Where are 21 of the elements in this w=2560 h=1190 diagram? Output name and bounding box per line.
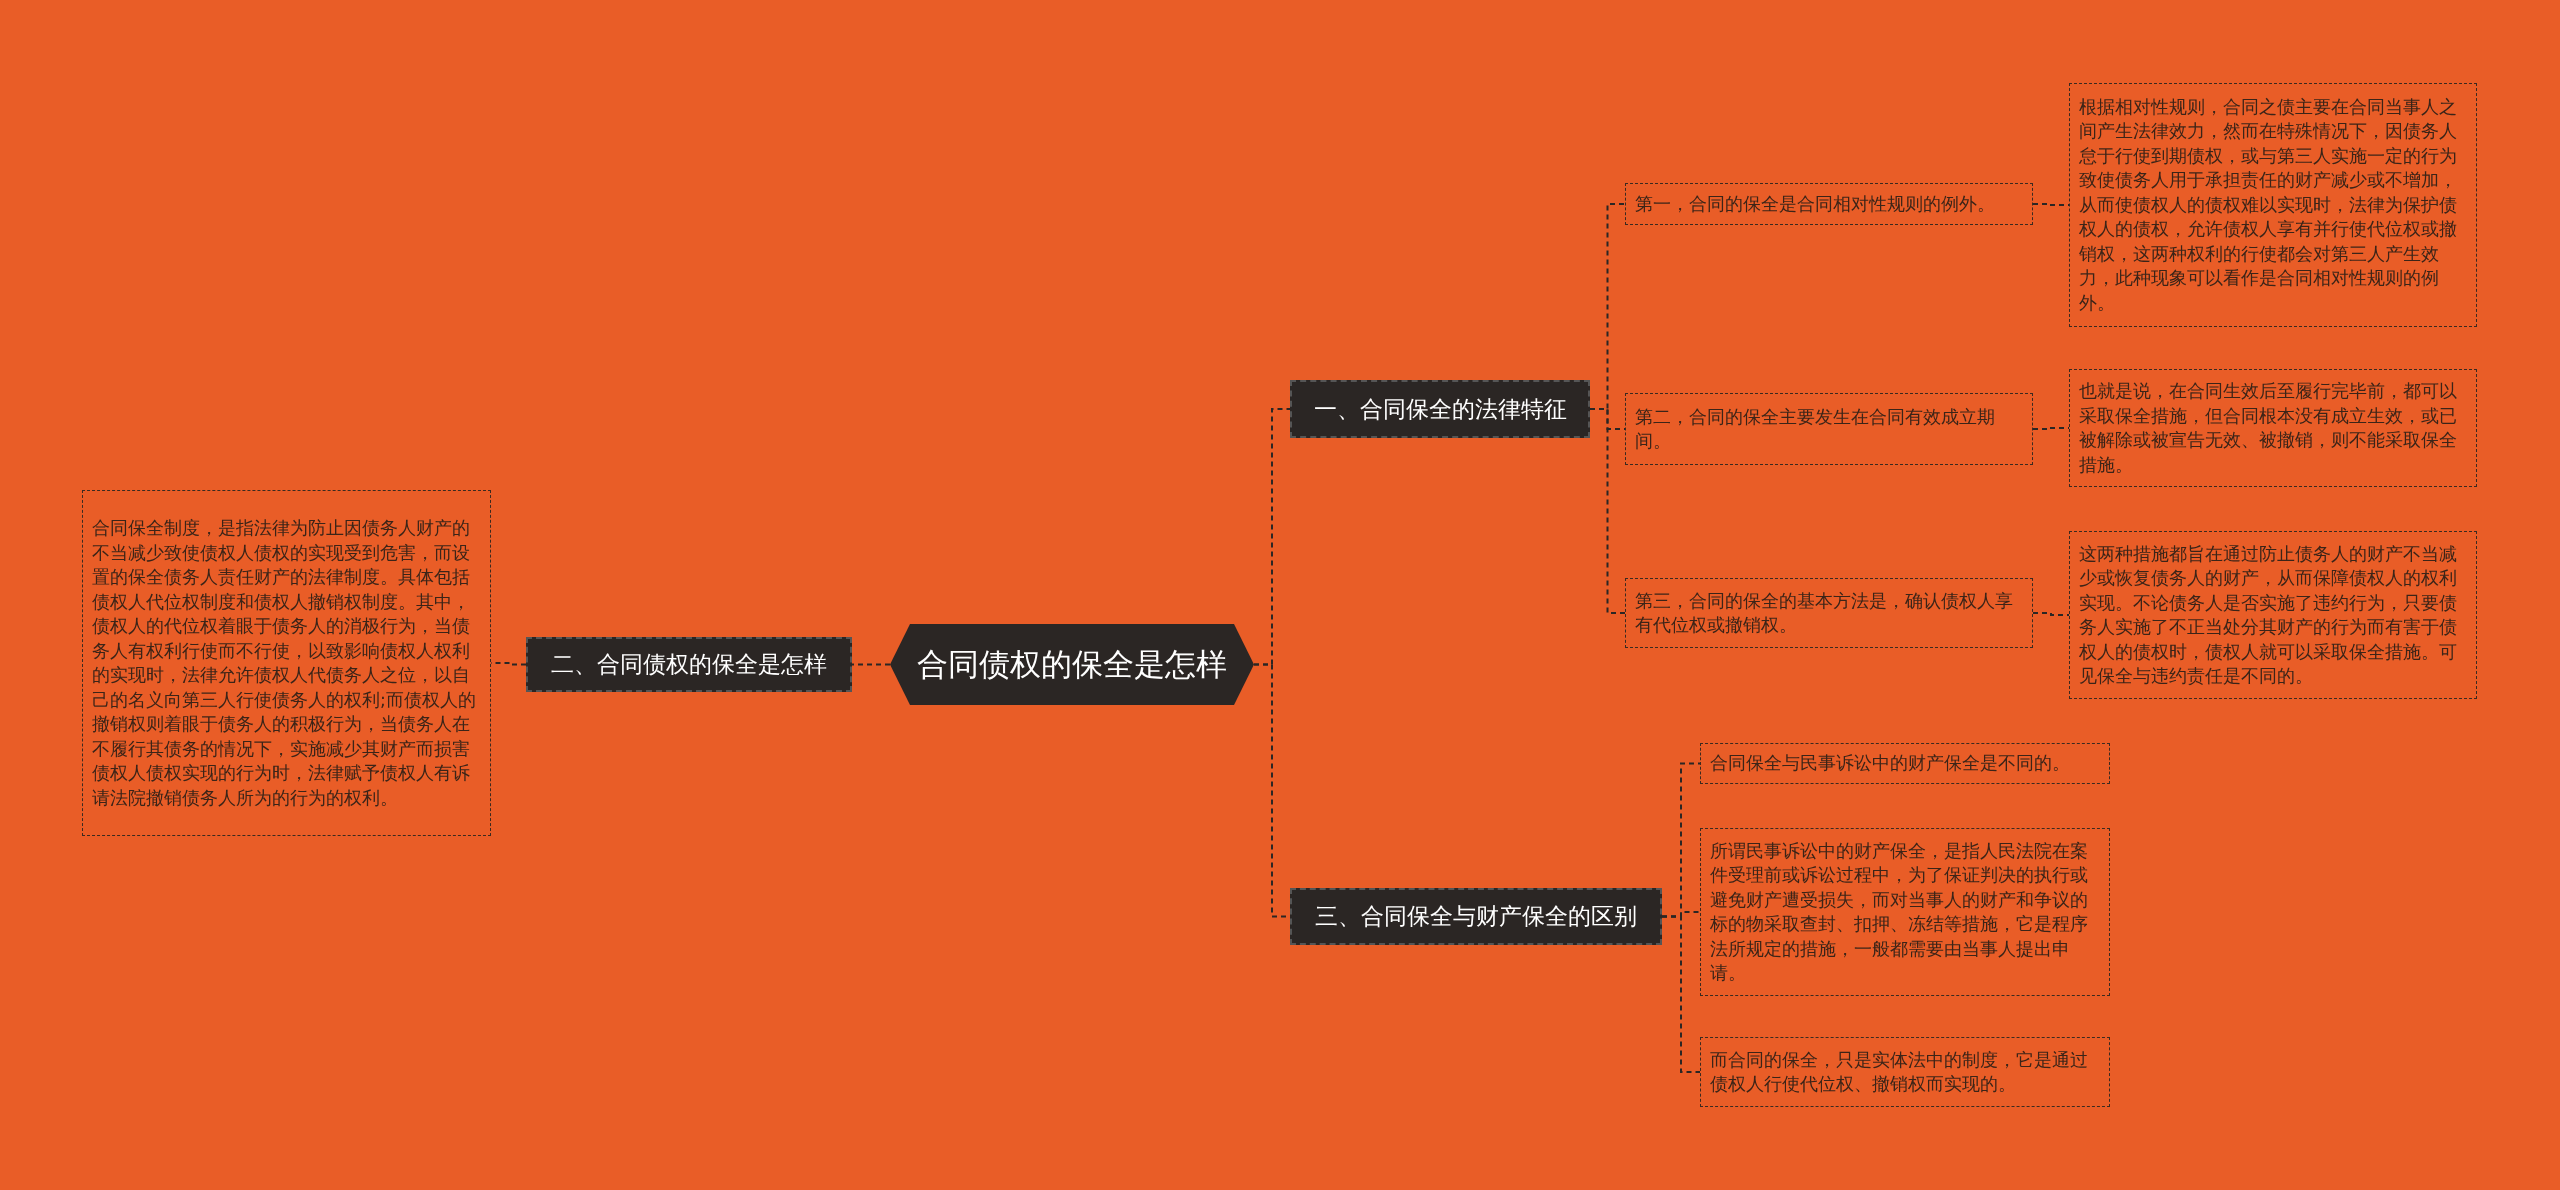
connector-line bbox=[1661, 915, 1701, 1073]
note-box: 所谓民事诉讼中的财产保全，是指人民法院在案件受理前或诉讼过程中，为了保证判决的执行或避免财产遭受损失，而对当事人的财产和争议的标的物采取查封、扣押、冻结等措施，它是程序法所规定的措施，一般都需要由当事人提出申请。 bbox=[1700, 828, 2110, 996]
note-box: 合同保全制度，是指法律为防止因债务人财产的不当减少致使债权人债权的实现受到危害，而设置的保全债务人责任财产的法律制度。具体包括债权人代位权制度和债权人撤销权制度。其中，债权人的代位权着眼于债务人的消极行为，当债务人有权利行使而不行使，以致影响债权人权利的实现时，法律允许债权人代债务人之位，以自己的名义向第三人行使债务人的权利;而债权人的撤销权则着眼于债务人的积极行为，当债务人在不履行其债务的情况下，实施减少其财产而损害债权人债权实现的行为时，法律赋予债权人有诉请法院撤销债务人所为的行为的权利。 bbox=[82, 490, 491, 836]
note-box: 这两种措施都旨在通过防止债务人的财产不当减少或恢复债务人的财产，从而保障债权人的权利实现。不论债务人是否实施了违约行为，只要债务人实施了不正当处分其财产的行为而有害于债权人的债权时，债权人就可以采取保全措施。可见保全与违约责任是不同的。 bbox=[2069, 531, 2477, 699]
note-box: 第一，合同的保全是合同相对性规则的例外。 bbox=[1625, 183, 2033, 225]
connector-line bbox=[2032, 612, 2070, 616]
connector-line bbox=[2032, 203, 2070, 206]
note-box: 第三，合同的保全的基本方法是，确认债权人享有代位权或撤销权。 bbox=[1625, 578, 2033, 648]
note-box: 也就是说，在合同生效后至履行完毕前，都可以采取保全措施，但合同根本没有成立生效，或已被解除或被宣告无效、被撤销，则不能采取保全措施。 bbox=[2069, 369, 2477, 487]
note-box: 合同保全与民事诉讼中的财产保全是不同的。 bbox=[1700, 743, 2110, 784]
note-box: 第二，合同的保全主要发生在合同有效成立期间。 bbox=[1625, 393, 2033, 465]
topic-box: 一、合同保全的法律特征 bbox=[1290, 380, 1590, 438]
connector-line bbox=[2032, 427, 2070, 430]
note-box: 根据相对性规则，合同之债主要在合同当事人之间产生法律效力，然而在特殊情况下，因债务人怠于行使到期债权，或与第三人实施一定的行为致使债务人用于承担责任的财产减少或不增加，从而使债权人的债权难以实现时，法律为保护债权人的债权，允许债权人享有并行使代位权或撤销权，这两种权利的行使都会对第三人产生效力，此种现象可以看作是合同相对性规则的例外。 bbox=[2069, 83, 2477, 327]
central-topic-hexagon: 合同债权的保全是怎样 bbox=[890, 624, 1254, 705]
note-box: 而合同的保全，只是实体法中的制度，它是通过债权人行使代位权、撤销权而实现的。 bbox=[1700, 1037, 2110, 1107]
topic-box: 二、合同债权的保全是怎样 bbox=[526, 637, 852, 692]
connector-line bbox=[851, 663, 891, 666]
connector-line bbox=[1589, 408, 1626, 614]
topic-box: 三、合同保全与财产保全的区别 bbox=[1290, 888, 1662, 945]
connector-line bbox=[490, 662, 527, 666]
